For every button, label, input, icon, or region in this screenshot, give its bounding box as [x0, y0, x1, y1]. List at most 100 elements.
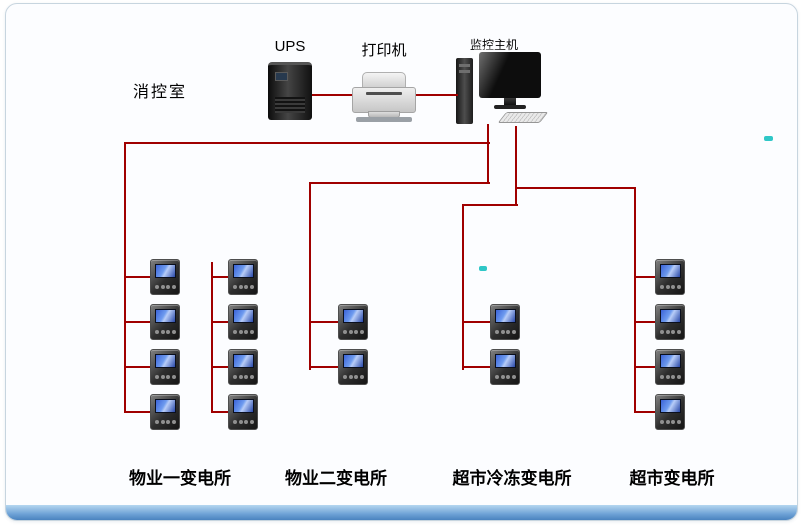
power-meter-icon — [228, 394, 258, 430]
power-meter-screen — [155, 264, 176, 278]
connection-line-trunk-3 — [462, 204, 518, 206]
power-meter-buttons — [343, 330, 364, 334]
power-meter-screen — [343, 309, 364, 323]
power-meter-screen — [660, 354, 681, 368]
power-meter-icon — [655, 259, 685, 295]
meter-connection-stub — [463, 321, 490, 323]
meter-connection-stub — [212, 321, 228, 323]
connection-line-trunk-2 — [309, 182, 490, 184]
connection-line-trunk-1 — [124, 142, 490, 144]
meter-row — [125, 304, 180, 340]
ups-label: UPS — [274, 38, 306, 55]
power-meter-screen — [233, 309, 254, 323]
meter-connection-stub — [125, 276, 150, 278]
power-meter-screen — [495, 309, 516, 323]
meter-row — [212, 349, 258, 385]
meter-column-group4 — [635, 259, 685, 430]
ups-vents — [275, 97, 305, 113]
tower-drive-bay — [459, 64, 470, 67]
power-meter-buttons — [495, 375, 516, 379]
meter-row — [635, 349, 685, 385]
meter-column-group1-left — [125, 259, 180, 430]
power-meter-buttons — [155, 330, 176, 334]
meter-connection-stub — [635, 276, 655, 278]
teal-mark-right — [764, 136, 773, 141]
bus-line-group3 — [462, 204, 464, 370]
power-meter-buttons — [660, 285, 681, 289]
power-meter-icon — [655, 349, 685, 385]
meter-row — [635, 394, 685, 430]
power-meter-screen — [233, 354, 254, 368]
power-meter-icon — [228, 349, 258, 385]
meter-connection-stub — [310, 366, 338, 368]
meter-row — [125, 349, 180, 385]
power-meter-icon — [338, 304, 368, 340]
bus-line-group4 — [634, 187, 636, 413]
group-label-market-freezer: 超市冷冻变电所 — [452, 469, 572, 488]
ups-display — [275, 72, 288, 81]
meter-row — [125, 259, 180, 295]
power-meter-buttons — [660, 420, 681, 424]
power-meter-icon — [150, 349, 180, 385]
computer-tower-icon — [456, 58, 473, 124]
meter-column-group3 — [463, 304, 520, 385]
group-label-property-2: 物业二变电所 — [285, 469, 387, 488]
printer-device-icon — [352, 72, 416, 122]
meter-connection-stub — [463, 366, 490, 368]
power-meter-buttons — [660, 330, 681, 334]
meter-connection-stub — [125, 321, 150, 323]
printer-body — [352, 87, 416, 113]
power-meter-screen — [660, 309, 681, 323]
meter-connection-stub — [125, 411, 150, 413]
power-meter-screen — [343, 354, 364, 368]
power-meter-icon — [150, 304, 180, 340]
power-meter-icon — [150, 394, 180, 430]
meter-row — [125, 394, 180, 430]
monitor-base — [494, 105, 526, 109]
bus-line-group2 — [309, 182, 311, 370]
power-meter-buttons — [155, 285, 176, 289]
footer-bar — [6, 505, 797, 520]
power-meter-buttons — [155, 420, 176, 424]
power-meter-buttons — [233, 420, 254, 424]
meter-row — [463, 304, 520, 340]
power-meter-screen — [233, 264, 254, 278]
meter-connection-stub — [310, 321, 338, 323]
connection-line-printer-host — [416, 94, 458, 96]
power-meter-screen — [155, 354, 176, 368]
power-meter-screen — [495, 354, 516, 368]
meter-row — [463, 349, 520, 385]
meter-connection-stub — [635, 411, 655, 413]
ups-device-icon — [268, 62, 312, 120]
power-meter-icon — [150, 259, 180, 295]
meter-row — [635, 304, 685, 340]
group-label-market: 超市变电所 — [629, 469, 715, 488]
meter-row — [212, 259, 258, 295]
host-downlink-line-2 — [515, 126, 517, 206]
power-meter-screen — [155, 399, 176, 413]
power-meter-buttons — [233, 330, 254, 334]
meter-connection-stub — [212, 411, 228, 413]
meter-connection-stub — [635, 366, 655, 368]
room-label: 消控室 — [133, 84, 188, 101]
printer-base — [356, 117, 412, 122]
power-meter-icon — [490, 349, 520, 385]
power-meter-screen — [660, 399, 681, 413]
meter-connection-stub — [635, 321, 655, 323]
power-meter-buttons — [495, 330, 516, 334]
power-meter-screen — [233, 399, 254, 413]
meter-row — [212, 394, 258, 430]
monitor-icon — [479, 52, 541, 98]
printer-paper-slot — [366, 92, 402, 95]
printer-label: 打印机 — [361, 42, 407, 59]
connection-line-trunk-4 — [516, 187, 636, 189]
power-meter-icon — [228, 304, 258, 340]
power-meter-buttons — [233, 285, 254, 289]
teal-mark-center — [479, 266, 487, 271]
power-meter-buttons — [155, 375, 176, 379]
group-label-property-1: 物业一变电所 — [129, 469, 231, 488]
meter-row — [310, 349, 368, 385]
host-downlink-line-1 — [487, 124, 489, 184]
power-meter-icon — [655, 394, 685, 430]
